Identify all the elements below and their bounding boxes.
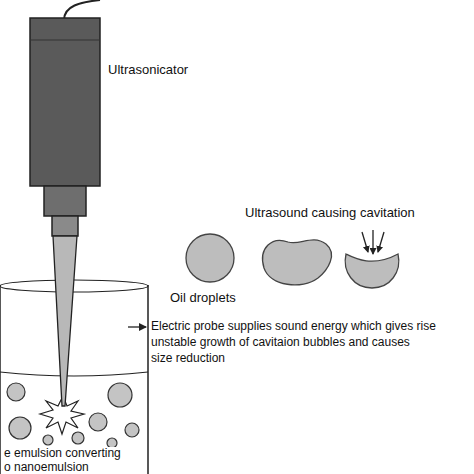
explanation-line: unstable growth of cavitaion bubbles and…: [151, 336, 410, 350]
process-heading: Ultrasound causing cavitation: [245, 206, 415, 221]
part-label: Ultrasonicator: [108, 63, 188, 78]
explanation-line: Electric probe supplies sound energy whi…: [151, 320, 436, 334]
caption-fragment: e emulsion converting: [2, 447, 123, 461]
deformed-droplet: [263, 240, 332, 285]
collapsing-droplet: [345, 254, 399, 288]
probe-tip: [53, 236, 77, 406]
beaker-wall: [0, 285, 148, 474]
body-band: [30, 40, 100, 41]
part-label: Oil droplets: [170, 291, 236, 306]
liquid-surface: [0, 372, 148, 376]
pointer-arrow: [128, 326, 146, 327]
caption-fragment: o nanoemulsion: [2, 461, 91, 474]
cavitation-arrows: [362, 230, 384, 254]
explanation-line: size reduction: [151, 352, 225, 366]
cable: [64, 0, 100, 20]
emulsion-droplets: [7, 383, 139, 448]
probe-neck: [44, 186, 86, 216]
ultrasonicator-body: [30, 18, 100, 186]
oil-droplet: [186, 234, 234, 282]
probe-collar: [52, 216, 78, 236]
